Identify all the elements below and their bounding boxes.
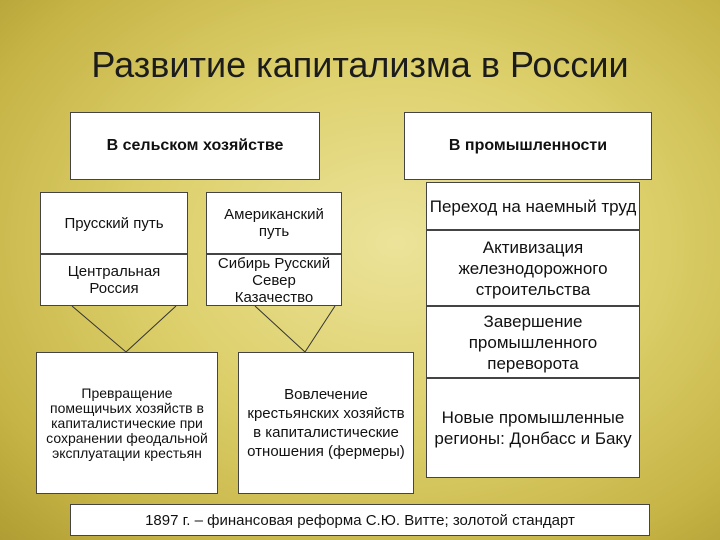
american-path-box: Американский путь [206, 192, 342, 254]
industry-item-revolution: Завершение промышленного переворота [426, 306, 640, 378]
american-result-box: Вовлечение крестьянских хозяйств в капит… [238, 352, 414, 494]
industry-item-label: Активизация железнодорожного строительст… [458, 237, 608, 299]
agriculture-header: В сельском хозяйстве [70, 112, 320, 180]
american-regions-box: Сибирь Русский Север Казачество [206, 254, 342, 306]
footer-note-text: 1897 г. – финансовая реформа С.Ю. Витте;… [145, 511, 575, 529]
prussian-regions-box: Центральная Россия [40, 254, 188, 306]
prussian-regions-text: Центральная Россия [67, 263, 161, 297]
industry-item-label: Новые промышленные регионы: Донбасс и Ба… [434, 408, 632, 448]
connector-prussian [71, 305, 177, 353]
american-path-label: Американский путь [224, 206, 324, 240]
footer-note: 1897 г. – финансовая реформа С.Ю. Витте;… [70, 504, 650, 536]
industry-item-railway: Активизация железнодорожного строительст… [426, 230, 640, 306]
prussian-path-label: Прусский путь [64, 214, 164, 232]
industry-header-label: В промышленности [448, 137, 608, 154]
prussian-result-box: Превращение помещичьих хозяйств в капита… [36, 352, 218, 494]
industry-header: В промышленности [404, 112, 652, 180]
industry-item-label: Переход на наемный труд [429, 196, 637, 216]
page-title: Развитие капитализма в России [91, 44, 629, 85]
connector-american [254, 305, 336, 353]
american-result-text: Вовлечение крестьянских хозяйств в капит… [247, 386, 405, 460]
agriculture-header-label: В сельском хозяйстве [106, 137, 284, 154]
industry-item-wage-labor: Переход на наемный труд [426, 182, 640, 230]
industry-item-label: Завершение промышленного переворота [468, 311, 598, 373]
industry-item-regions: Новые промышленные регионы: Донбасс и Ба… [426, 378, 640, 478]
prussian-result-text: Превращение помещичьих хозяйств в капита… [46, 384, 208, 461]
prussian-path-box: Прусский путь [40, 192, 188, 254]
american-regions-text: Сибирь Русский Север Казачество [217, 254, 331, 306]
industry-list: Переход на наемный труд Активизация желе… [426, 182, 640, 478]
